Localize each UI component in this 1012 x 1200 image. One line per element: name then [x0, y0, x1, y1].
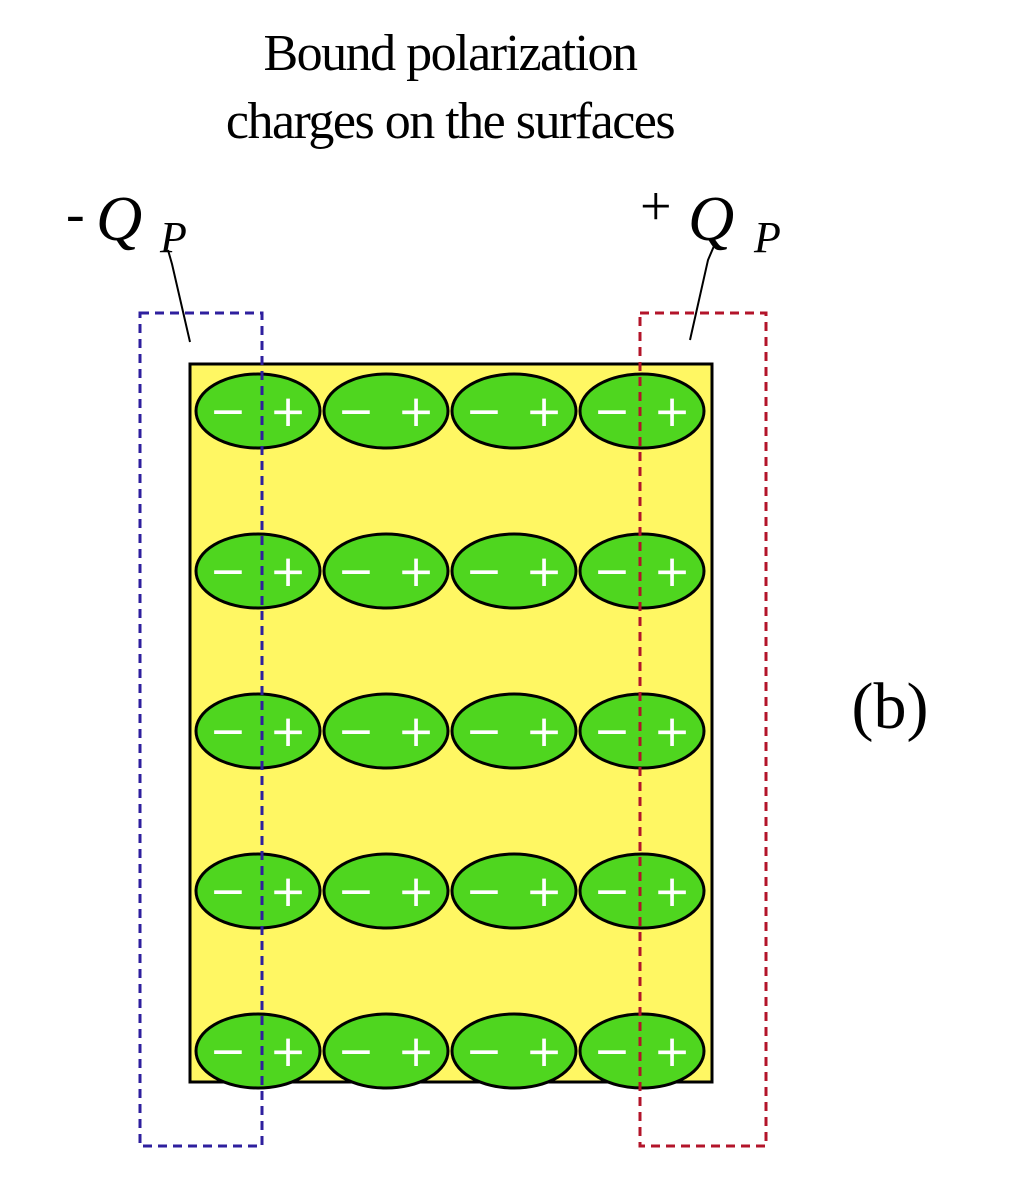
- positive-charge: +: [270, 386, 307, 437]
- dipole-body: [322, 1012, 450, 1090]
- dipole-body: [322, 852, 450, 930]
- dipole: −+: [322, 532, 450, 610]
- right-charge-symbol: Q: [688, 183, 734, 254]
- negative-charge: −: [210, 386, 247, 437]
- dipole: −+: [194, 692, 322, 770]
- positive-charge: +: [398, 1026, 435, 1077]
- dipole-body: [450, 692, 578, 770]
- panel-label: (b): [852, 670, 929, 743]
- positive-charge: +: [398, 546, 435, 597]
- dipole: −+: [194, 372, 322, 450]
- dipole: −+: [322, 692, 450, 770]
- positive-charge: +: [526, 386, 563, 437]
- positive-charge: +: [526, 1026, 563, 1077]
- dipole: −+: [322, 1012, 450, 1090]
- dipole-body: [578, 852, 706, 930]
- dipole: −+: [322, 852, 450, 930]
- negative-charge: −: [466, 866, 503, 917]
- negative-charge: −: [338, 386, 375, 437]
- dipole-body: [322, 692, 450, 770]
- dipole: −+: [194, 532, 322, 610]
- right-charge-sign: +: [640, 176, 672, 238]
- left-charge-label: - Q P: [66, 183, 187, 262]
- dipole: −+: [578, 852, 706, 930]
- dipole: −+: [322, 372, 450, 450]
- dipole-body: [194, 692, 322, 770]
- positive-charge: +: [398, 386, 435, 437]
- positive-charge: +: [654, 546, 691, 597]
- negative-charge: −: [466, 386, 503, 437]
- dipole-body: [194, 852, 322, 930]
- dipole: −+: [194, 1012, 322, 1090]
- negative-charge: −: [338, 1026, 375, 1077]
- dipole-body: [322, 372, 450, 450]
- dipole: −+: [578, 372, 706, 450]
- right-charge-subscript: P: [753, 213, 781, 262]
- negative-charge: −: [466, 706, 503, 757]
- positive-charge: +: [398, 706, 435, 757]
- positive-charge: +: [270, 866, 307, 917]
- dipole: −+: [450, 852, 578, 930]
- negative-charge: −: [466, 1026, 503, 1077]
- negative-charge: −: [210, 1026, 247, 1077]
- positive-charge: +: [526, 546, 563, 597]
- positive-charge: +: [398, 866, 435, 917]
- dipole-body: [578, 372, 706, 450]
- dipole-grid: −+−+−+−+−+−+−+−+−+−+−+−+−+−+−+−+−+−+−+−+: [194, 372, 706, 1090]
- positive-charge: +: [270, 706, 307, 757]
- dipole: −+: [450, 1012, 578, 1090]
- negative-charge: −: [594, 546, 631, 597]
- dipole-body: [194, 372, 322, 450]
- title-line-1: Bound polarization: [263, 25, 638, 82]
- dipole-body: [578, 692, 706, 770]
- right-charge-label: + Q P: [640, 176, 781, 262]
- dipole-body: [450, 1012, 578, 1090]
- dipole: −+: [450, 372, 578, 450]
- dipole: −+: [194, 852, 322, 930]
- dipole: −+: [450, 692, 578, 770]
- dipole-body: [450, 372, 578, 450]
- dipole: −+: [578, 1012, 706, 1090]
- negative-charge: −: [594, 1026, 631, 1077]
- positive-charge: +: [526, 866, 563, 917]
- dipole-body: [194, 532, 322, 610]
- positive-charge: +: [654, 866, 691, 917]
- positive-charge: +: [526, 706, 563, 757]
- left-surface-box: [138, 311, 264, 1148]
- negative-charge: −: [210, 546, 247, 597]
- negative-charge: −: [338, 706, 375, 757]
- dipole-body: [322, 532, 450, 610]
- dipole-body: [450, 532, 578, 610]
- positive-charge: +: [270, 546, 307, 597]
- negative-charge: −: [338, 866, 375, 917]
- positive-charge: +: [270, 1026, 307, 1077]
- dipole: −+: [578, 692, 706, 770]
- dipole-body: [450, 852, 578, 930]
- positive-charge: +: [654, 386, 691, 437]
- negative-charge: −: [338, 546, 375, 597]
- dipole: −+: [450, 532, 578, 610]
- negative-charge: −: [466, 546, 503, 597]
- positive-charge: +: [654, 706, 691, 757]
- right-surface-box: [638, 311, 768, 1148]
- dipole-body: [578, 1012, 706, 1090]
- positive-charge: +: [654, 1026, 691, 1077]
- left-charge-symbol: Q: [96, 183, 142, 254]
- negative-charge: −: [594, 706, 631, 757]
- dipole-body: [194, 1012, 322, 1090]
- negative-charge: −: [210, 706, 247, 757]
- right-leader-line: [689, 245, 715, 341]
- negative-charge: −: [594, 866, 631, 917]
- dipole-body: [578, 532, 706, 610]
- title-line-2: charges on the surfaces: [226, 93, 674, 150]
- left-leader-line: [167, 249, 191, 343]
- left-charge-sign: -: [66, 183, 85, 245]
- dipole: −+: [578, 532, 706, 610]
- negative-charge: −: [594, 386, 631, 437]
- left-charge-subscript: P: [159, 213, 187, 262]
- negative-charge: −: [210, 866, 247, 917]
